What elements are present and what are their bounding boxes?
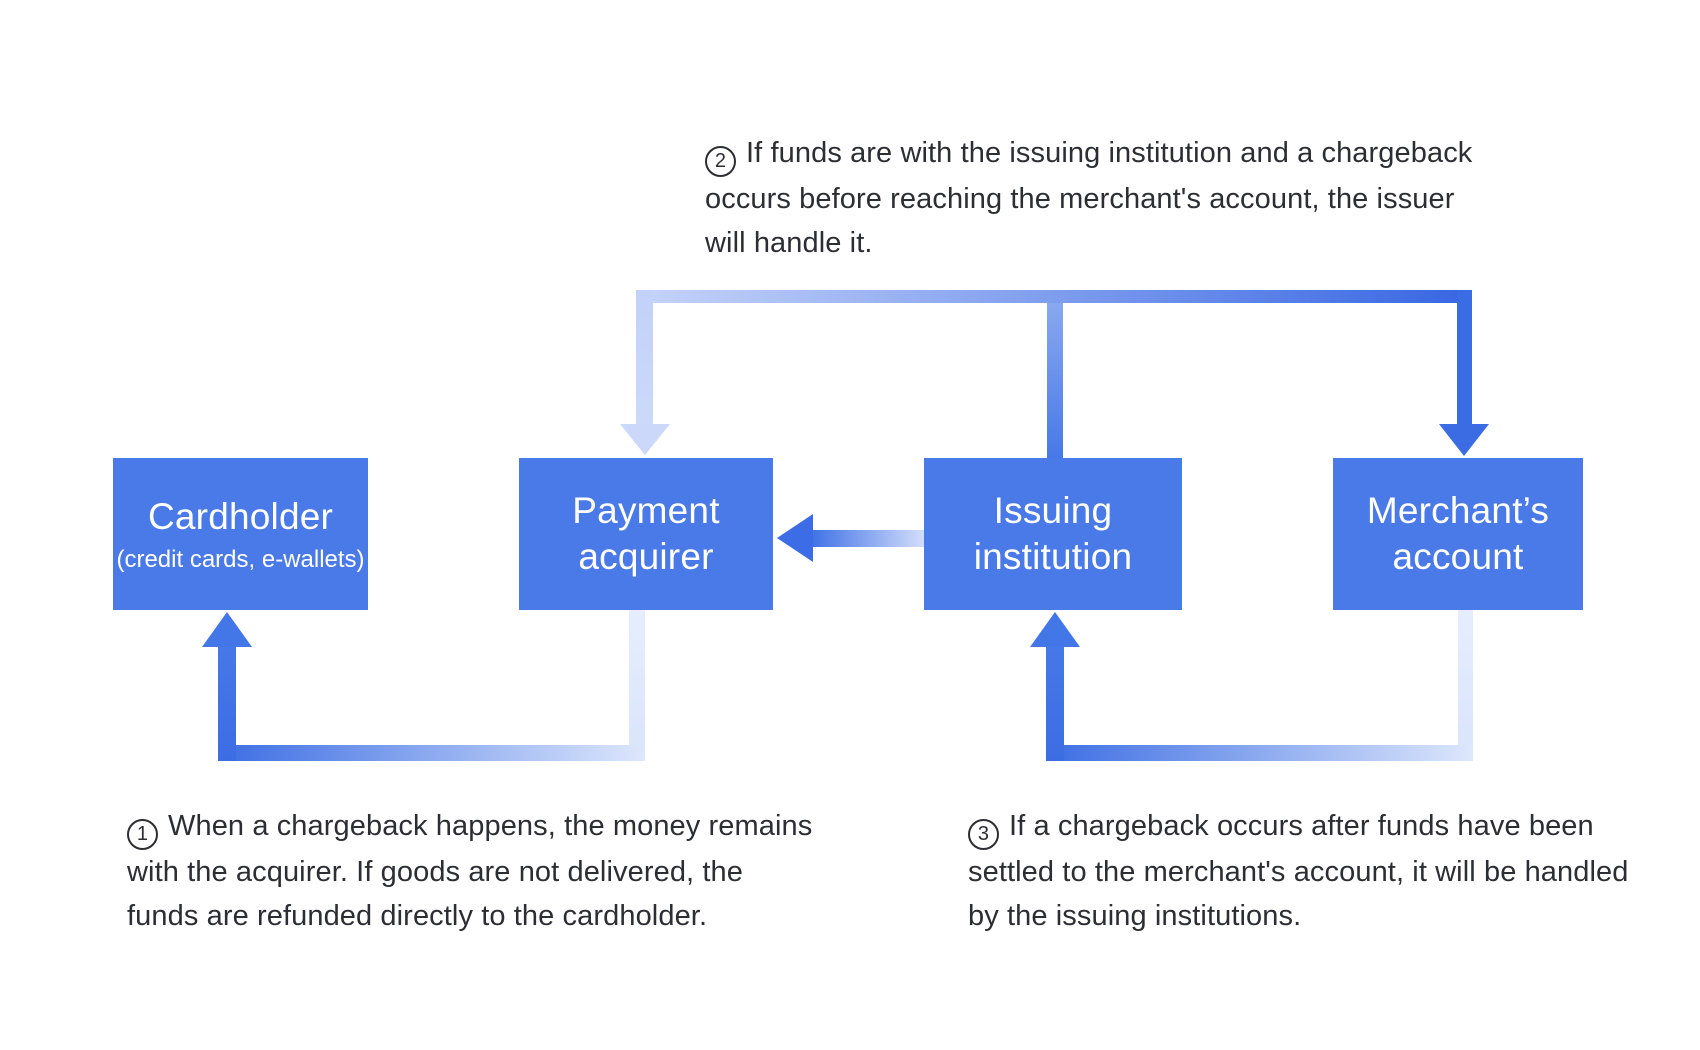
- node-issuing-institution: Issuing institution: [924, 458, 1182, 610]
- node-payment-acquirer: Payment acquirer: [519, 458, 773, 610]
- circled-number-3-icon: 3: [968, 819, 999, 850]
- annotation-step-2: 2 If funds are with the issuing instituti…: [705, 131, 1472, 265]
- annotation-step-3: 3 If a chargeback occurs after funds have…: [968, 804, 1629, 938]
- annotation-step-3-line-3: by the issuing institutions.: [968, 900, 1302, 932]
- annotation-step-1: 1 When a chargeback happens, the money re…: [127, 804, 812, 938]
- down-arrowhead-to-merchant-account-icon: [1439, 424, 1489, 456]
- annotation-step-2-line-1: 2 If funds are with the issuing instituti…: [705, 131, 1472, 177]
- up-shaft-to-cardholder: [218, 647, 236, 761]
- issuing-to-acquirer-shaft: [813, 530, 926, 547]
- node-cardholder: Cardholder (credit cards, e-wallets): [113, 458, 368, 610]
- right-drop-line: [1457, 290, 1472, 425]
- annotation-step-2-line-2: occurs before reaching the merchant's ac…: [705, 183, 1455, 215]
- node-payment-acquirer-label: Payment acquirer: [572, 490, 720, 577]
- node-merchant-account: Merchant’s account: [1333, 458, 1583, 610]
- down-arrowhead-to-payment-acquirer-icon: [620, 424, 670, 455]
- issuing-top-connector: [1047, 303, 1063, 459]
- up-arrowhead-to-issuing-icon: [1030, 612, 1080, 647]
- annotation-step-2-text: If funds are with the issuing institutio…: [746, 137, 1473, 169]
- up-arrowhead-to-cardholder-icon: [202, 612, 252, 647]
- node-merchant-account-label: Merchant’s account: [1366, 490, 1550, 577]
- annotation-step-1-line-3: funds are refunded directly to the cardh…: [127, 900, 708, 932]
- circled-number-2-icon: 2: [705, 146, 736, 177]
- left-drop-line: [636, 290, 653, 425]
- bottom-right-horizontal-line: [1046, 745, 1473, 761]
- annotation-step-3-line-1: 3 If a chargeback occurs after funds have…: [968, 804, 1629, 850]
- acquirer-drop-line: [629, 610, 645, 746]
- annotation-step-2-line-3: will handle it.: [705, 227, 873, 259]
- annotation-step-3-text: If a chargeback occurs after funds have …: [1009, 810, 1594, 842]
- node-cardholder-sublabel: (credit cards, e-wallets): [116, 545, 365, 573]
- node-issuing-institution-label: Issuing institution: [973, 490, 1133, 577]
- up-shaft-to-issuing: [1046, 647, 1064, 761]
- annotation-step-1-line-2: with the acquirer. If goods are not deli…: [127, 856, 743, 888]
- bottom-left-horizontal-line: [218, 745, 645, 761]
- circled-number-1-icon: 1: [127, 819, 158, 850]
- annotation-step-1-line-1: 1 When a chargeback happens, the money re…: [127, 804, 812, 850]
- annotation-step-1-text: When a chargeback happens, the money rem…: [168, 810, 813, 842]
- top-horizontal-line: [636, 290, 1472, 303]
- left-arrowhead-to-payment-acquirer-icon: [777, 514, 813, 562]
- merchant-drop-line: [1458, 610, 1473, 746]
- node-cardholder-label: Cardholder: [147, 495, 334, 537]
- annotation-step-3-line-2: settled to the merchant's account, it wi…: [968, 856, 1629, 888]
